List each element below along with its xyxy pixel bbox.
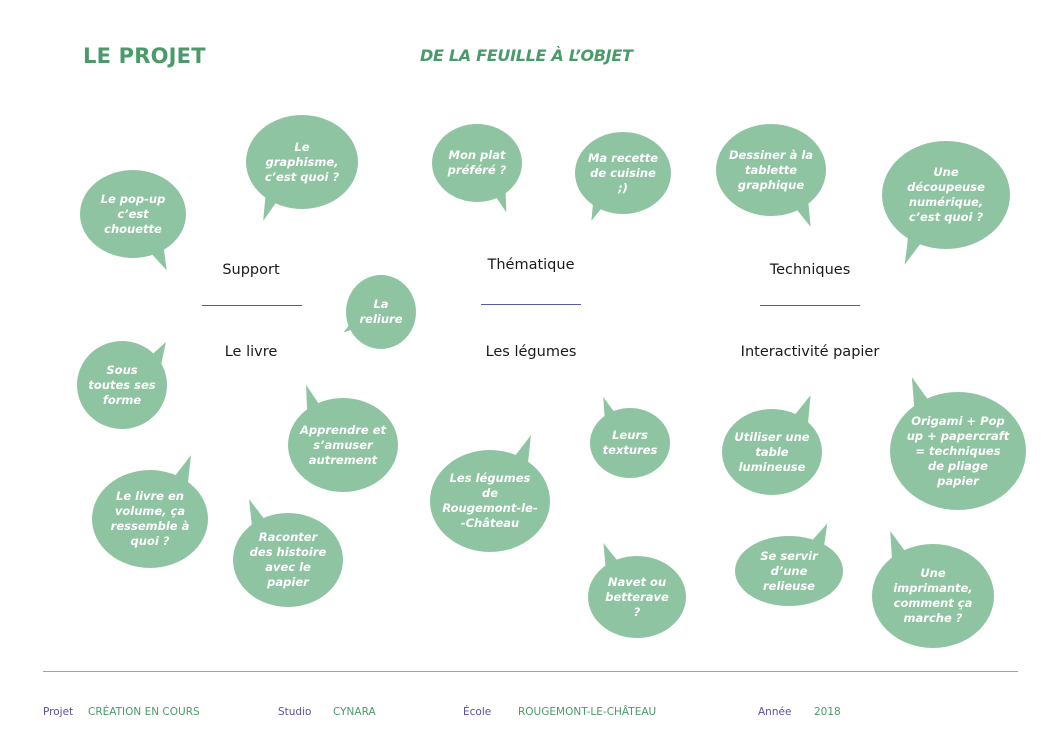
- bubble-text: Une découpeuse numérique, c’est quoi ?: [907, 165, 985, 224]
- footer-ecole-value: ROUGEMONT-LE-CHÂTEAU: [518, 706, 657, 718]
- footer-annee-label: Année: [758, 706, 792, 718]
- column-heading-thematique: Thématique: [487, 257, 575, 273]
- footer-projet-label: Projet: [43, 706, 74, 718]
- page-title: LE PROJET: [83, 44, 206, 68]
- bubble-text: Les légumes de Rougemont-le--Château: [442, 471, 538, 530]
- footer-studio-label: Studio: [278, 706, 312, 718]
- bubble-text: Ma recette de cuisine ;): [587, 150, 659, 195]
- column-heading-support: Support: [222, 262, 280, 278]
- bubble-text: La reliure: [359, 297, 403, 326]
- bubble-text: Une imprimante, comment ça marche ?: [893, 566, 973, 625]
- bubble-text: Se servir d’une relieuse: [760, 548, 818, 593]
- footer-divider: [43, 671, 1018, 672]
- footer-ecole-label: École: [463, 706, 492, 718]
- column-divider-support: [202, 305, 302, 306]
- bubble-text: Dessiner à la tablette graphique: [728, 147, 814, 192]
- column-divider-techniques: [760, 305, 860, 306]
- bubble-text: Origami + Pop up + papercraft = techniqu…: [906, 413, 1010, 488]
- column-heading-techniques: Techniques: [769, 262, 851, 278]
- bubble-text: Navet ou betterave ?: [605, 574, 669, 619]
- bubble-text: Mon plat préféré ?: [447, 148, 507, 177]
- page-subtitle: DE LA FEUILLE À L’OBJET: [420, 46, 633, 65]
- footer-annee-value: 2018: [814, 706, 841, 718]
- bubble-text: Sous toutes ses forme: [88, 362, 156, 407]
- bubble-text: Raconter des histoire avec le papier: [249, 530, 327, 589]
- bubble-text: Le livre en volume, ça ressemble à quoi …: [110, 489, 190, 548]
- column-item-support: Le livre: [224, 344, 278, 360]
- footer-projet-value: CRÉATION EN COURS: [88, 706, 200, 718]
- bubble-text: Leurs textures: [602, 428, 658, 457]
- bubble-text: Apprendre et s’amuser autrement: [299, 422, 387, 467]
- bubble-text: Le pop-up c’est chouette: [100, 191, 166, 236]
- column-divider-thematique: [481, 304, 581, 305]
- bubble-text: Utiliser une table lumineuse: [734, 429, 810, 474]
- column-item-thematique: Les légumes: [485, 344, 577, 360]
- column-item-techniques: Interactivité papier: [740, 344, 880, 360]
- bubble-text: Le graphisme, c’est quoi ?: [264, 139, 340, 184]
- footer-studio-value: CYNARA: [333, 706, 376, 718]
